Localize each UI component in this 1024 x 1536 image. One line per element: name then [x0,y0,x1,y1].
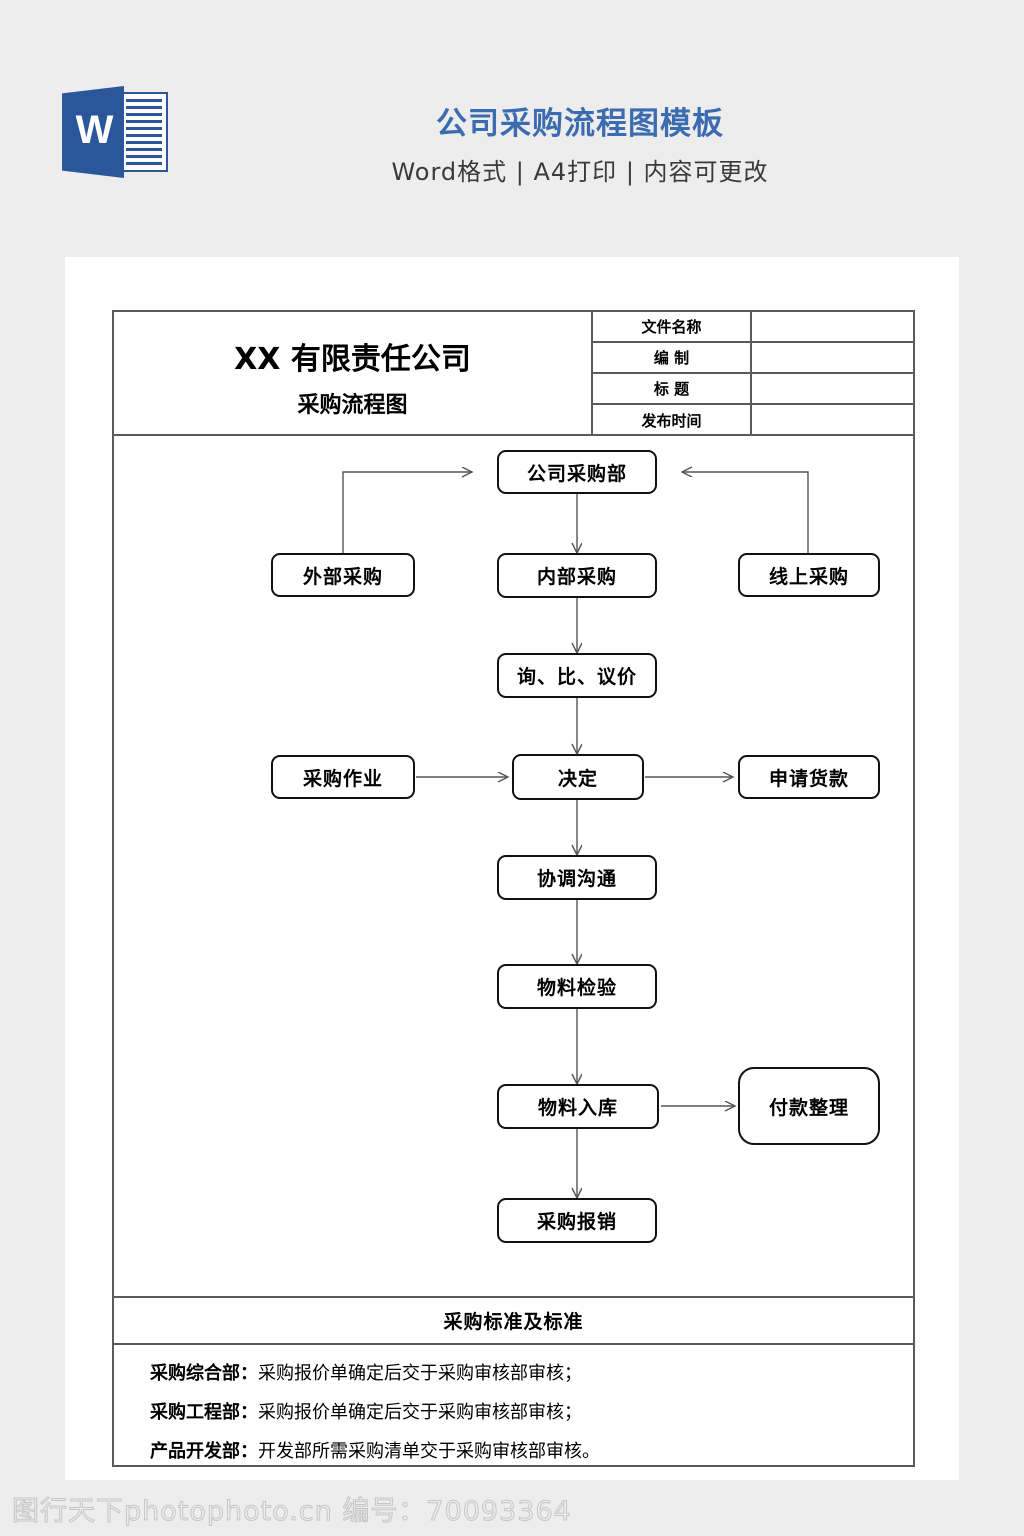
standards-dept: 产品开发部： [150,1441,258,1462]
standards-line: 产品开发部：开发部所需采购清单交于采购审核部审核。 [150,1437,913,1463]
meta-value-subject[interactable] [752,374,913,403]
document-page: XX 有限责任公司 采购流程图 文件名称 编 制 标 题 发布时间 [65,257,959,1480]
meta-row: 文件名称 [593,312,913,343]
document-meta-table: 文件名称 编 制 标 题 发布时间 [593,312,913,436]
meta-label-subject: 标 题 [593,374,752,403]
watermark-text: 图行天下photophoto.cn 编号：70093364 [12,1496,572,1528]
flow-node-material-inspection[interactable]: 物料检验 [497,964,657,1009]
flow-node-apply-payment[interactable]: 申请货款 [738,755,880,799]
standards-text: 开发部所需采购清单交于采购审核部审核。 [258,1441,600,1462]
flow-node-coordination[interactable]: 协调沟通 [497,855,657,900]
meta-label-prepared-by: 编 制 [593,343,752,372]
flow-node-material-warehousing[interactable]: 物料入库 [497,1084,659,1129]
promo-banner: W 公司采购流程图模板 Word格式 | A4打印 | 内容可更改 [0,0,1024,257]
banner-subtitle: Word格式 | A4打印 | 内容可更改 [391,158,769,186]
word-document-icon: W [62,80,170,184]
flowchart-connectors [342,436,809,1296]
company-block: XX 有限责任公司 采购流程图 [114,312,593,434]
standards-body: 采购综合部：采购报价单确定后交于采购审核部审核； 采购工程部：采购报价单确定后交… [114,1345,913,1465]
banner-title: 公司采购流程图模板 [436,106,724,142]
standards-text: 采购报价单确定后交于采购审核部审核； [258,1402,582,1423]
document-header: XX 有限责任公司 采购流程图 文件名称 编 制 标 题 发布时间 [114,312,913,436]
standards-dept: 采购工程部： [150,1402,258,1423]
standards-line: 采购工程部：采购报价单确定后交于采购审核部审核； [150,1398,913,1424]
flowchart-area: 公司采购部 外部采购 内部采购 线上采购 询、比、议价 采购作业 决定 申请货款… [114,436,913,1298]
flow-node-internal-purchase[interactable]: 内部采购 [497,553,657,598]
word-icon-fold [62,86,124,178]
word-icon-page [120,92,168,172]
flow-node-inquiry-compare-negotiate[interactable]: 询、比、议价 [497,653,657,698]
meta-row: 标 题 [593,374,913,405]
flow-node-decision[interactable]: 决定 [512,754,644,800]
document-title: 采购流程图 [297,393,408,418]
flow-node-payment-settlement[interactable]: 付款整理 [738,1067,880,1145]
meta-label-release-date: 发布时间 [593,405,752,436]
flow-node-purchase-reimbursement[interactable]: 采购报销 [497,1198,657,1243]
standards-title: 采购标准及标准 [114,1298,913,1345]
meta-row: 编 制 [593,343,913,374]
word-icon-letter: W [75,108,114,152]
meta-value-release-date[interactable] [752,405,913,436]
company-name: XX 有限责任公司 [234,342,471,377]
watermark-backdrop [0,1480,64,1536]
standards-line: 采购综合部：采购报价单确定后交于采购审核部审核； [150,1359,913,1385]
meta-label-file-name: 文件名称 [593,312,752,341]
standards-text: 采购报价单确定后交于采购审核部审核； [258,1363,582,1384]
flow-node-online-purchase[interactable]: 线上采购 [738,553,880,597]
meta-value-prepared-by[interactable] [752,343,913,372]
flow-node-company-purchasing-dept[interactable]: 公司采购部 [497,450,657,494]
meta-row: 发布时间 [593,405,913,436]
meta-value-file-name[interactable] [752,312,913,341]
flow-node-external-purchase[interactable]: 外部采购 [271,553,415,597]
document-frame: XX 有限责任公司 采购流程图 文件名称 编 制 标 题 发布时间 [112,310,915,1467]
standards-dept: 采购综合部： [150,1363,258,1384]
flow-node-purchase-operation[interactable]: 采购作业 [271,755,415,799]
